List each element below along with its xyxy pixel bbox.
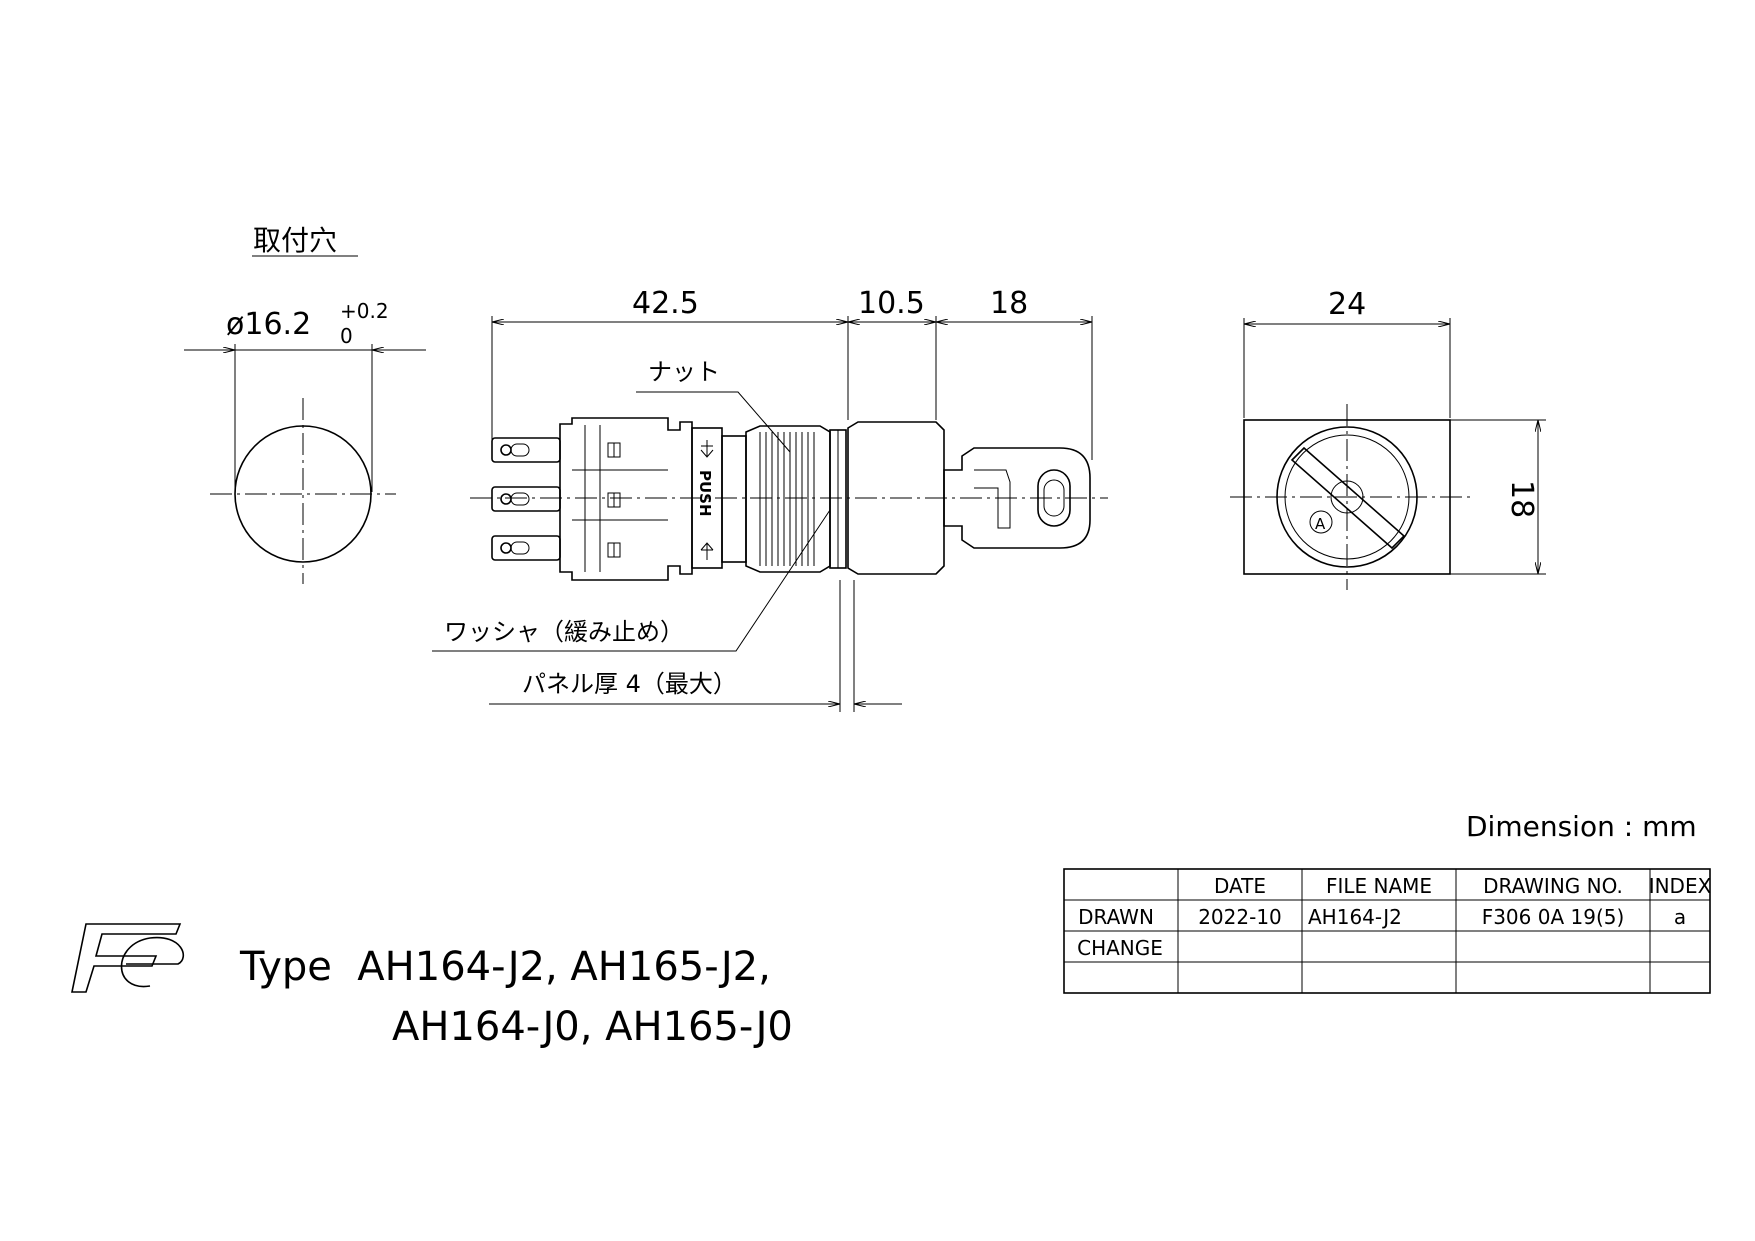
mounting-hole-view: 取付穴 ø16.2 +0.2 0 bbox=[184, 224, 426, 584]
logo-e bbox=[120, 936, 184, 988]
push-label: PUSH bbox=[696, 470, 714, 517]
label-nut: ナット bbox=[648, 358, 720, 386]
dim-24: 24 bbox=[1328, 287, 1366, 322]
type-line-1: Type AH164-J2, AH165-J2, bbox=[239, 944, 771, 990]
row-drawn-drawing-no: F306 0A 19(5) bbox=[1482, 905, 1625, 929]
position-marker-label: A bbox=[1315, 515, 1326, 533]
type-line-2: AH164-J0, AH165-J0 bbox=[392, 1004, 793, 1050]
logo-text: Fe bbox=[0, 0, 2, 1]
fe-logo: Fe bbox=[0, 0, 184, 993]
row-change-label: CHANGE bbox=[1077, 936, 1163, 960]
position-marker bbox=[1309, 510, 1333, 534]
logo-f bbox=[71, 923, 182, 993]
header-file-name: FILE NAME bbox=[1326, 874, 1432, 898]
nut bbox=[745, 425, 847, 573]
dim-10-5: 10.5 bbox=[858, 286, 925, 321]
side-view: 42.5 10.5 18 bbox=[432, 286, 1108, 712]
header-date: DATE bbox=[1214, 874, 1266, 898]
dim-18-key: 18 bbox=[990, 286, 1028, 321]
row-drawn-label: DRAWN bbox=[1078, 905, 1154, 929]
title-block: DATE FILE NAME DRAWING NO. INDEX DRAWN 2… bbox=[1063, 868, 1712, 994]
mounting-hole-title: 取付穴 bbox=[253, 224, 337, 257]
hole-tolerance-upper: +0.2 bbox=[340, 299, 389, 323]
front-view: 24 A 18 bbox=[1230, 287, 1546, 590]
terminal-pins bbox=[491, 437, 561, 561]
nut-knurl bbox=[759, 432, 815, 566]
label-panel-thickness: パネル厚 4（最大） bbox=[522, 670, 737, 698]
row-drawn-date: 2022-10 bbox=[1198, 905, 1282, 929]
header-index: INDEX bbox=[1649, 874, 1712, 898]
switch-bezel bbox=[847, 421, 945, 575]
hole-diameter-label: ø16.2 bbox=[226, 307, 311, 342]
units-label: Dimension : mm bbox=[1466, 810, 1697, 843]
switch-body: PUSH bbox=[559, 417, 747, 581]
dim-18-front: 18 bbox=[1504, 480, 1539, 518]
row-drawn-file: AH164-J2 bbox=[1308, 905, 1402, 929]
key-slot bbox=[1290, 446, 1406, 550]
hole-tolerance-lower: 0 bbox=[340, 324, 353, 348]
dim-42-5: 42.5 bbox=[632, 286, 699, 321]
row-drawn-index: a bbox=[1674, 905, 1686, 929]
header-drawing-no: DRAWING NO. bbox=[1483, 874, 1623, 898]
label-washer: ワッシャ（緩み止め） bbox=[444, 618, 684, 646]
